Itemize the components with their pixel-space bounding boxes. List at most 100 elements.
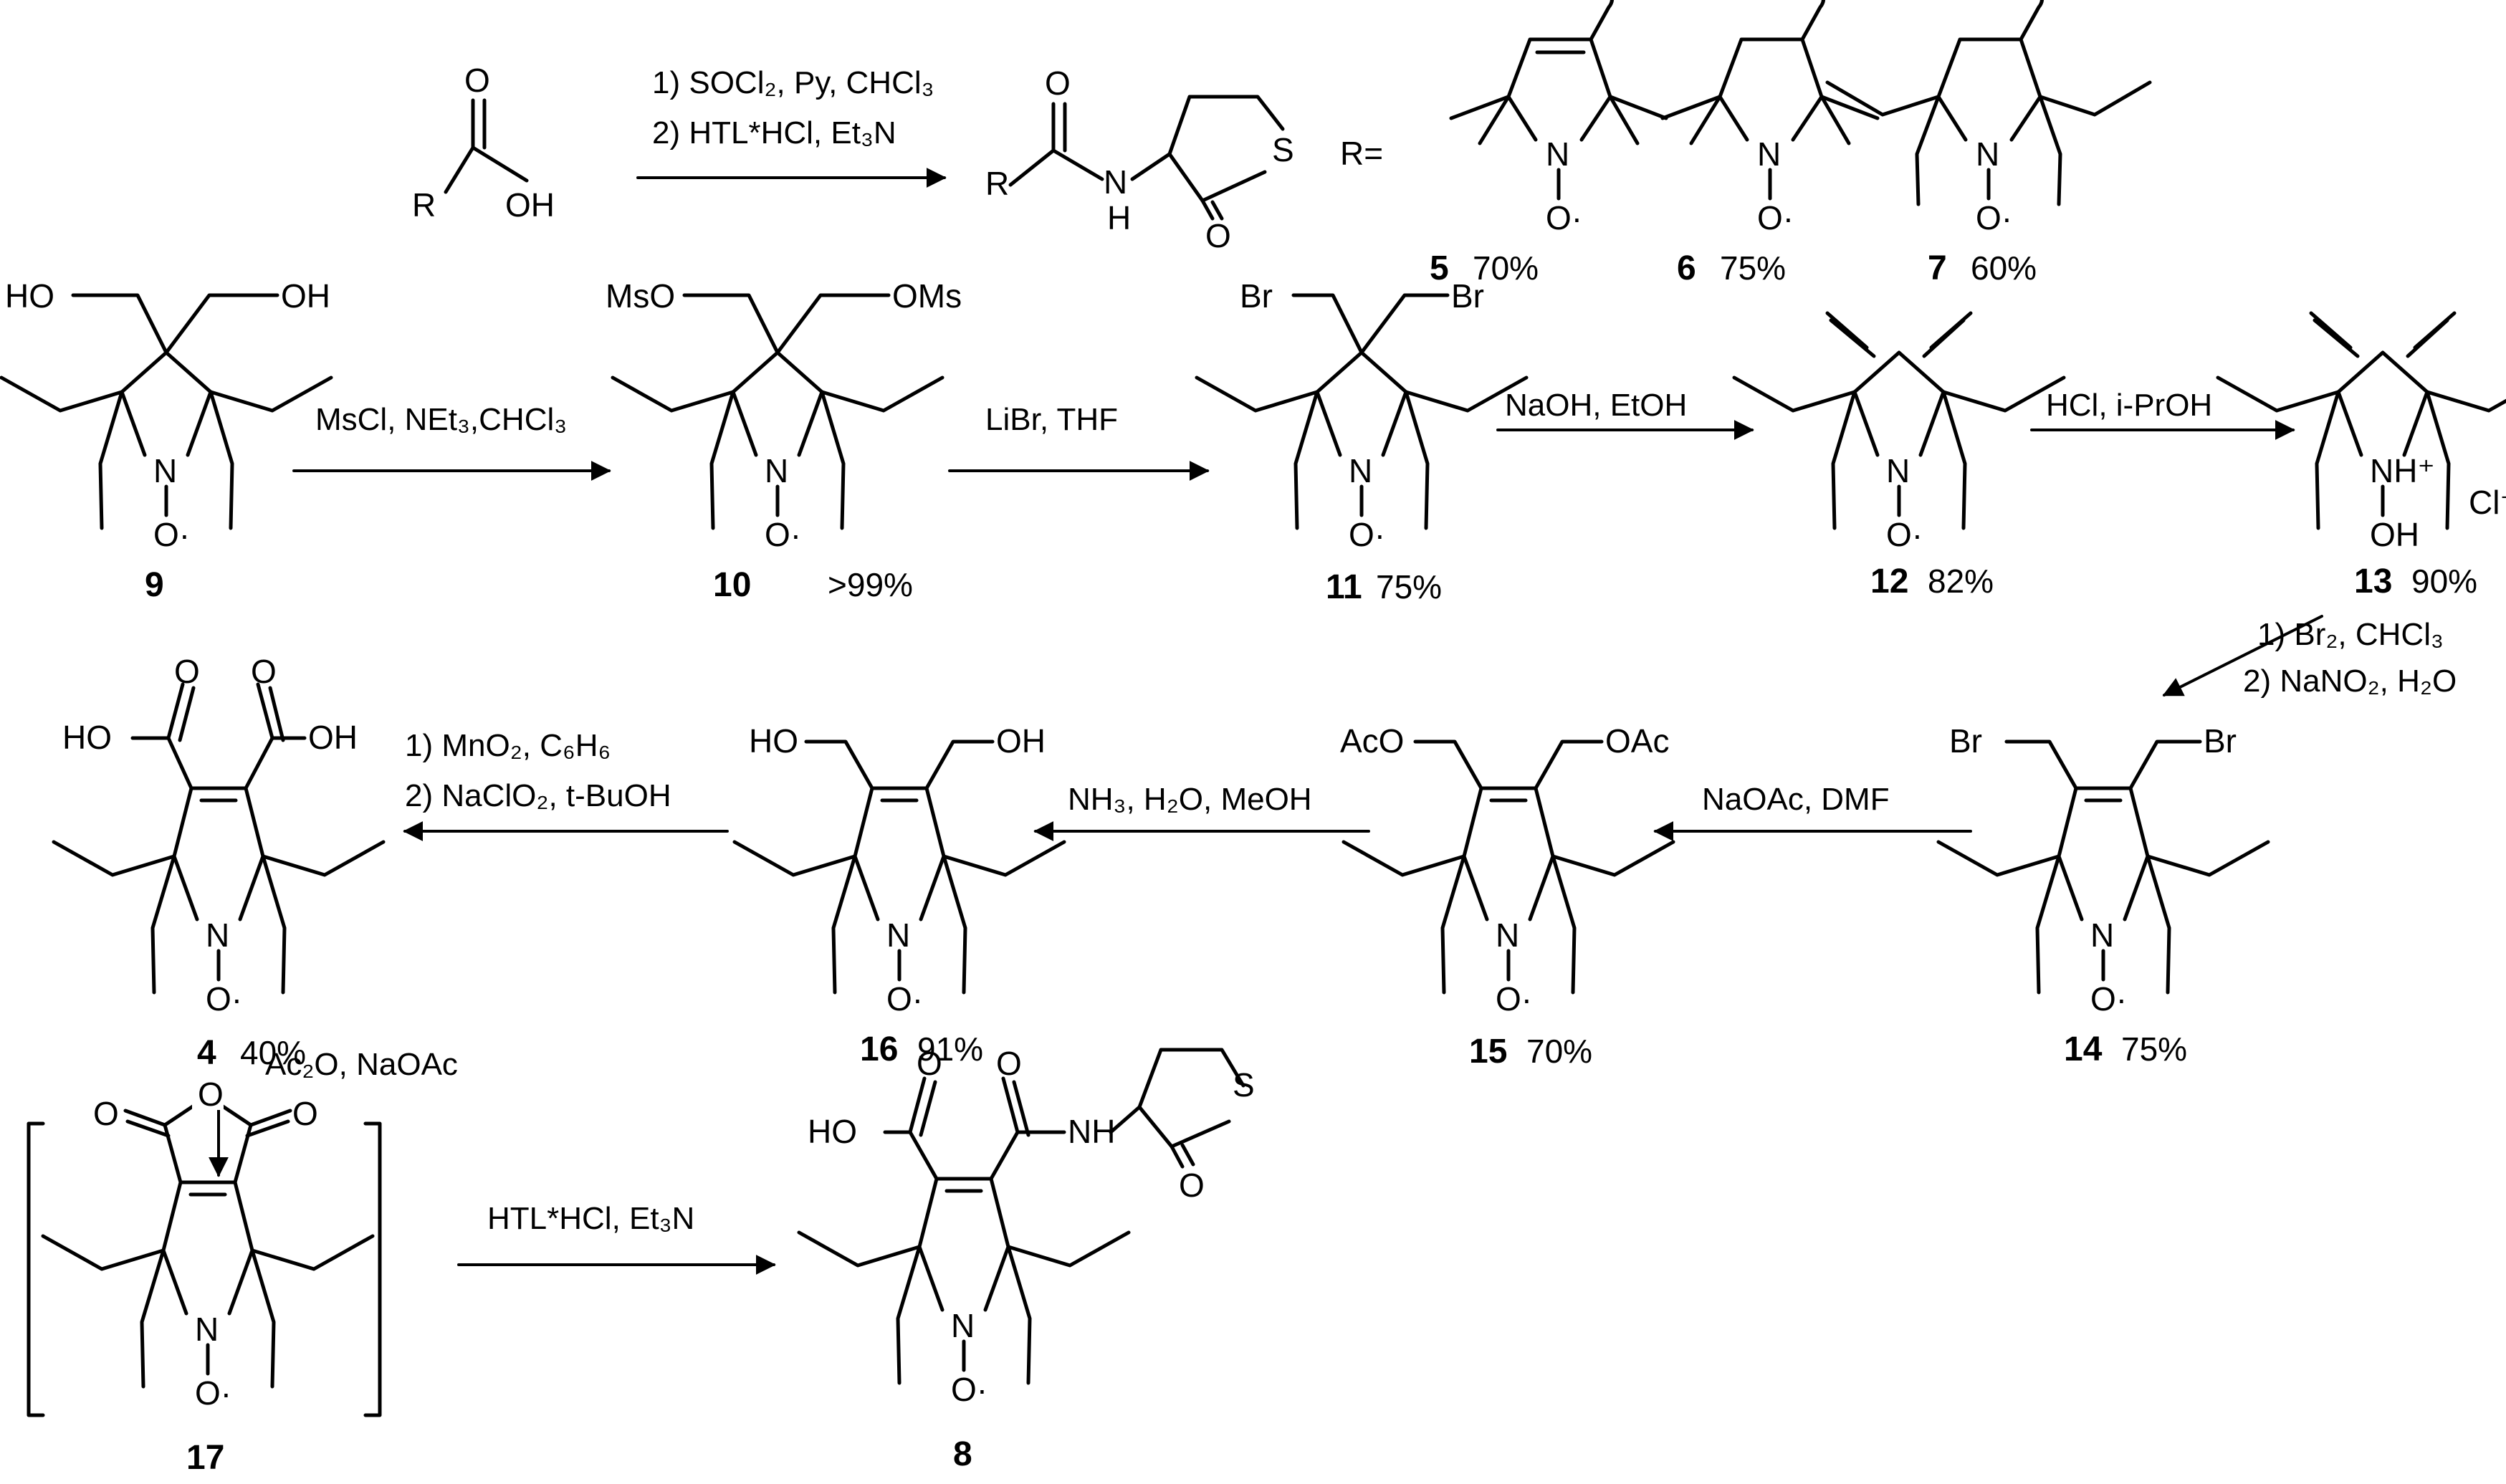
label-5: 5 [1430, 249, 1449, 287]
svg-text:MsO: MsO [606, 277, 675, 315]
thiolactone-amide-product: O R N H S O [985, 64, 1294, 254]
compound-12: N O· 12 82% [1734, 311, 2064, 600]
svg-text:N: N [951, 1307, 975, 1344]
label-11: 11 [1326, 568, 1362, 606]
condition-6a: 1) Br₂, CHCl₃ [2257, 617, 2444, 652]
label-15: 15 [1469, 1033, 1507, 1071]
svg-text:OMs: OMs [892, 277, 962, 315]
label-9: 9 [145, 566, 164, 604]
svg-text:O: O [1045, 64, 1071, 102]
svg-text:N: N [1349, 452, 1372, 489]
svg-text:O·: O· [195, 1374, 231, 1412]
svg-text:O: O [93, 1095, 119, 1132]
svg-text:N: N [1976, 135, 1999, 173]
bracket-right [363, 1121, 382, 1417]
compound-6: N O· 6 75% [1660, 0, 1880, 287]
compound-15: N O· AcO OAc 15 70% [1340, 722, 1673, 1071]
svg-text:S: S [1272, 131, 1294, 168]
condition-7: NaOAc, DMF [1702, 782, 1890, 817]
yield-13: 90% [2411, 563, 2477, 600]
label-17: 17 [186, 1439, 224, 1477]
compound-9: N O· HO OH 9 [1, 277, 331, 604]
svg-text:O: O [917, 1045, 942, 1082]
svg-text:O: O [292, 1095, 318, 1132]
svg-text:OH: OH [308, 719, 358, 756]
label-13: 13 [2354, 563, 2392, 600]
compound-5: N O· 5 70% [1430, 0, 1668, 287]
svg-text:OH: OH [281, 277, 330, 315]
yield-4: 40% [240, 1034, 306, 1071]
svg-text:O: O [996, 1045, 1022, 1082]
compound-8: HO O O NH S O N O· 8 [799, 1045, 1255, 1473]
svg-text:Br: Br [1451, 277, 1484, 315]
condition-5: HCl, i-PrOH [2046, 388, 2212, 423]
atom-oh: OH [505, 186, 555, 224]
arrow-6 [2162, 615, 2323, 696]
svg-text:O·: O· [886, 980, 923, 1018]
svg-text:O·: O· [206, 980, 242, 1018]
label-6: 6 [1677, 249, 1696, 287]
svg-text:O·: O· [951, 1371, 987, 1408]
svg-text:N: N [1546, 135, 1569, 173]
svg-text:N: N [1104, 163, 1127, 201]
svg-text:N: N [765, 452, 788, 489]
condition-8: NH₃, H₂O, MeOH [1068, 782, 1312, 817]
svg-text:Br: Br [2204, 722, 2237, 760]
yield-16: 91% [917, 1030, 983, 1068]
svg-text:O·: O· [765, 516, 801, 553]
yield-6: 75% [1720, 249, 1786, 287]
yield-5: 70% [1473, 249, 1539, 287]
svg-text:N: N [886, 916, 910, 954]
condition-1a: 1) SOCl₂, Py, CHCl₃ [652, 65, 934, 100]
svg-text:O·: O· [153, 516, 190, 553]
svg-text:AcO: AcO [1340, 722, 1404, 760]
compound-4: N O· HO O OH O 4 40% [54, 653, 383, 1072]
svg-text:HO: HO [749, 722, 798, 760]
compound-14: N O· Br Br 14 75% [1938, 722, 2268, 1068]
label-7: 7 [1928, 249, 1947, 287]
svg-text:N: N [1886, 452, 1910, 489]
svg-text:O·: O· [1546, 199, 1582, 236]
svg-text:N: N [1496, 916, 1519, 954]
label-8: 8 [953, 1435, 972, 1473]
svg-text:O·: O· [1976, 199, 2012, 236]
svg-text:O: O [251, 653, 277, 690]
svg-text:OH: OH [2370, 516, 2419, 553]
label-4: 4 [197, 1034, 216, 1072]
svg-text:N: N [206, 916, 229, 954]
compound-10: N O· MsO OMs 10 >99% [606, 277, 962, 604]
condition-3: LiBr, THF [985, 402, 1118, 437]
svg-text:Cl⁻: Cl⁻ [2469, 484, 2506, 521]
bracket-left [27, 1121, 45, 1417]
yield-14: 75% [2121, 1030, 2187, 1068]
condition-9a: 1) MnO₂, C₆H₆ [405, 728, 611, 763]
svg-text:O: O [1205, 217, 1231, 254]
svg-text:O·: O· [1349, 516, 1385, 553]
svg-text:HO: HO [62, 719, 112, 756]
compound-16: N O· HO OH 16 91% [735, 722, 1064, 1068]
yield-10: >99% [828, 566, 913, 603]
compound-11: N O· Br Br 11 75% [1197, 277, 1526, 606]
svg-text:NH⁺: NH⁺ [2370, 452, 2435, 489]
svg-text:O·: O· [2090, 980, 2127, 1018]
carboxylic-acid: O R OH [412, 62, 555, 224]
svg-text:N: N [195, 1311, 219, 1348]
r-equals: R= [1340, 135, 1383, 172]
label-16: 16 [860, 1030, 898, 1068]
yield-11: 75% [1376, 568, 1442, 605]
svg-text:O·: O· [1496, 980, 1532, 1018]
atom-o: O [464, 62, 490, 99]
svg-text:HO: HO [808, 1113, 857, 1150]
svg-text:HO: HO [5, 277, 54, 315]
condition-11: HTL*HCl, Et₃N [487, 1201, 694, 1236]
svg-text:O: O [174, 653, 200, 690]
svg-text:Br: Br [1949, 722, 1982, 760]
svg-text:OH: OH [996, 722, 1046, 760]
svg-text:R: R [985, 165, 1009, 202]
label-10: 10 [713, 566, 751, 604]
svg-text:N: N [1757, 135, 1781, 173]
svg-text:O: O [1179, 1167, 1205, 1204]
compound-13: NH⁺ OH Cl⁻ 13 90% [2218, 311, 2506, 600]
condition-2: MsCl, NEt₃,CHCl₃ [315, 402, 567, 437]
